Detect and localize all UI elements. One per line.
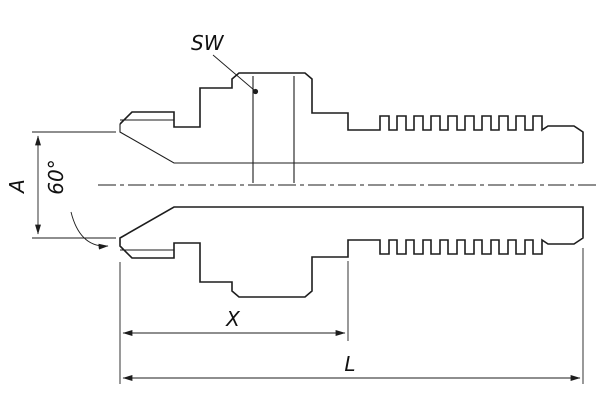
section-hatch-lower bbox=[119, 206, 584, 298]
angle-leader-line bbox=[70, 211, 109, 250]
sw-callout: SW bbox=[191, 31, 259, 95]
a-label: A bbox=[5, 179, 29, 195]
angle-label: 60° bbox=[44, 159, 68, 194]
dimension-a: A bbox=[5, 131, 116, 239]
sw-leader-dot bbox=[252, 88, 259, 95]
sw-leader-line bbox=[212, 54, 255, 91]
dimension-l: L bbox=[122, 248, 584, 384]
angle-callout: 60° bbox=[44, 159, 109, 250]
x-label: X bbox=[225, 307, 241, 331]
l-label: L bbox=[344, 352, 355, 376]
fitting-outline-upper bbox=[119, 72, 584, 163]
sw-label: SW bbox=[191, 31, 225, 55]
bore-and-cone-line bbox=[119, 124, 583, 164]
dimension-x: X bbox=[119, 261, 349, 384]
